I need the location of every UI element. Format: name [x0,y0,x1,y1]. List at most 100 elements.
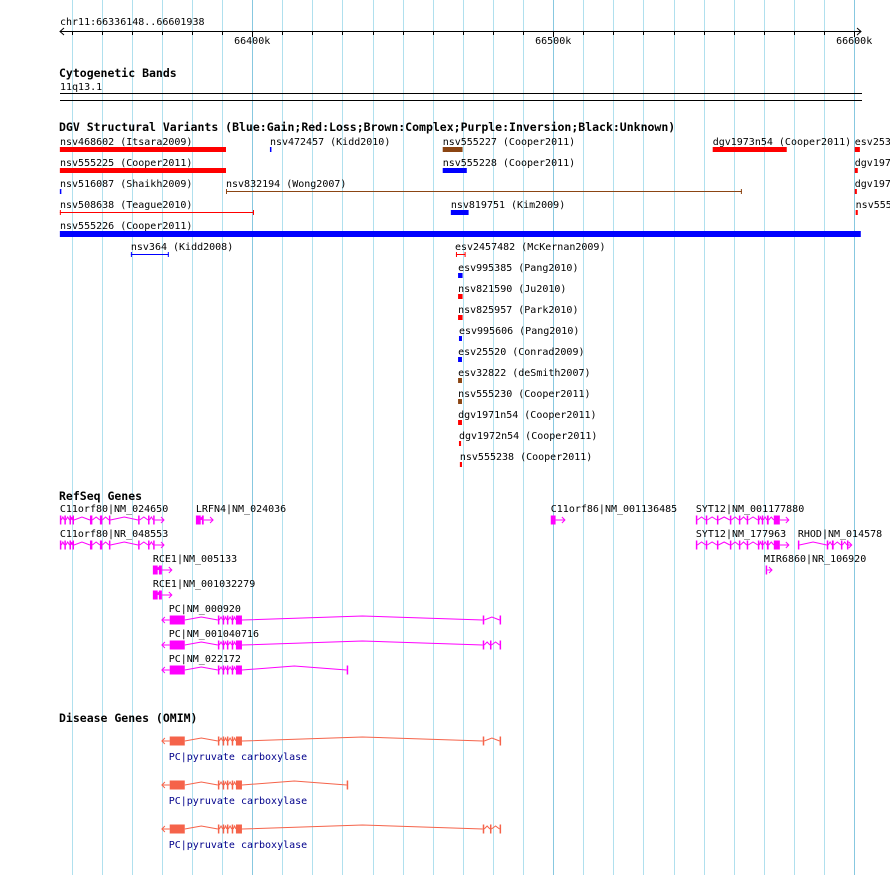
intron-line [70,541,73,546]
exon-block [222,736,225,746]
intron-line [223,615,228,621]
dgv-variant[interactable]: nsv472457 (Kidd2010) [269,137,390,152]
dgv-variant-bar [458,378,462,383]
plus-strand-arrow-icon [768,566,773,574]
intron-line [227,640,233,646]
gene-feature[interactable]: SYT12|NM_001177880 [695,504,804,525]
gene-feature[interactable]: RHOD|NM_014578 [797,529,882,550]
dgv-variant[interactable]: nsv825957 (Park2010) [458,305,578,320]
exon-block [69,515,71,525]
dgv-variant[interactable]: dgv197 [854,158,890,173]
exon-block [99,540,103,550]
dgv-variant[interactable]: nsv555226 (Cooper2011) [59,221,861,237]
gene-feature[interactable]: SYT12|NM_177963 [695,529,790,550]
intron-line [227,780,233,786]
dgv-variant[interactable]: nsv555228 (Cooper2011) [442,158,575,173]
exon-block [169,824,185,834]
intron-line [218,824,224,830]
exon-block [499,640,502,650]
exon-block [773,540,780,550]
gene-feature[interactable]: RCE1|NM_005133 [152,554,237,575]
intron-line [223,780,228,786]
exon-block [59,540,62,550]
dgv-variant-label: esv995606 (Pang2010) [459,326,579,337]
dgv-variant[interactable]: esv253 [854,137,890,152]
dgv-variant[interactable]: dgv1973n54 (Cooper2011) [712,137,851,152]
exon-block [152,590,158,600]
intron-line [232,736,237,742]
dgv-variant[interactable]: esv32822 (deSmith2007) [458,368,591,383]
dgv-variant[interactable]: nsv832194 (Wong2007) [226,179,742,194]
intron-line [149,516,154,521]
dgv-variant[interactable]: esv995385 (Pang2010) [458,263,578,278]
refseq-track-title: RefSeq Genes [59,489,142,503]
dgv-variant[interactable]: nsv819751 (Kim2009) [450,200,565,215]
intron-line [232,780,237,786]
dgv-variant[interactable]: nsv516087 (Shaikh2009) [59,179,193,194]
dgv-variant-label: nsv832194 (Wong2007) [226,179,346,190]
refseq-track[interactable]: RefSeq Genes C11orf80|NM_024650 LRFN4|NM_… [59,489,882,675]
intron-line [92,541,101,546]
gene-feature[interactable]: PC|NM_001040716 [161,629,502,650]
gene-feature[interactable]: PC|pyruvate carboxylase [161,780,349,808]
gene-feature[interactable]: MIR6860|NR_106920 [764,554,866,575]
intron-line [184,641,218,646]
dgv-variant[interactable]: dgv197 [854,179,890,194]
gene-feature[interactable]: PC|NM_022172 [161,654,349,675]
intron-line [241,736,483,742]
exon-block [217,824,220,834]
dgv-variant-bar [59,189,62,194]
intron-line [65,516,70,521]
dgv-variant[interactable]: nsv821590 (Ju2010) [458,284,566,299]
minus-strand-arrow-icon [161,666,166,674]
exon-block [201,515,204,525]
gene-label: PC|pyruvate carboxylase [169,840,307,851]
cytoband-track[interactable]: Cytogenetic Bands 11q13.1 [59,66,862,101]
gene-label: C11orf80|NM_024650 [60,504,168,515]
exon-block [695,515,698,525]
exon-block [761,515,764,525]
ruler-major-tick-label: 66500k [535,36,571,47]
dgv-variant[interactable]: nsv468602 (Itsara2009) [59,137,227,152]
dgv-variant[interactable]: nsv555238 (Cooper2011) [459,452,592,467]
intron-line [227,615,233,621]
exon-block [235,780,242,790]
dgv-variant[interactable]: nsv508638 (Teague2010) [59,200,254,215]
gene-feature[interactable]: RCE1|NM_001032279 [152,579,255,600]
gene-feature[interactable]: C11orf80|NM_024650 [59,504,168,525]
dgv-variant[interactable]: nsv555225 (Cooper2011) [59,158,227,173]
exon-block [231,824,234,834]
ruler-location-label: chr11:66336148..66601938 [60,17,205,28]
dgv-variant[interactable]: esv2457482 (McKernan2009) [455,242,606,257]
intron-line [731,541,740,546]
dgv-variant[interactable]: dgv1971n54 (Cooper2011) [458,410,597,425]
intron-line [484,737,500,742]
exon-block [158,565,162,575]
dgv-variant[interactable]: nsv555227 (Cooper2011) [442,137,575,152]
dgv-variant[interactable]: nsv555 [855,200,890,215]
gene-feature[interactable]: LRFN4|NM_024036 [195,504,286,525]
omim-track[interactable]: Disease Genes (OMIM) PC|pyruvate carboxy… [59,711,502,852]
gene-feature[interactable]: PC|pyruvate carboxylase [161,736,502,764]
dgv-variant[interactable]: dgv1972n54 (Cooper2011) [458,431,597,446]
dgv-variant-label: nsv555227 (Cooper2011) [443,137,575,148]
exon-block [226,615,229,625]
gene-feature[interactable]: PC|pyruvate carboxylase [161,824,502,852]
dgv-variant[interactable]: nsv555230 (Cooper2011) [458,389,591,404]
intron-line [223,736,228,742]
gene-feature[interactable]: PC|NM_000920 [161,604,502,625]
dgv-track[interactable]: DGV Structural Variants (Blue:Gain;Red:L… [59,120,890,467]
dgv-variant[interactable]: esv25520 (Conrad2009) [458,347,585,362]
exon-block [108,515,111,525]
gene-feature[interactable]: C11orf86|NM_001136485 [550,504,677,525]
dgv-variant[interactable]: nsv364 (Kidd2008) [130,242,233,257]
intron-line [241,615,483,621]
ruler-major-tick-label: 66400k [234,36,270,47]
dgv-variant[interactable]: esv995606 (Pang2010) [458,326,579,341]
gene-feature[interactable]: C11orf80|NR_048553 [59,529,168,550]
intron-line [718,541,731,546]
intron-line [184,825,218,830]
intron-line [200,516,203,521]
dgv-variant-bar [854,147,860,152]
